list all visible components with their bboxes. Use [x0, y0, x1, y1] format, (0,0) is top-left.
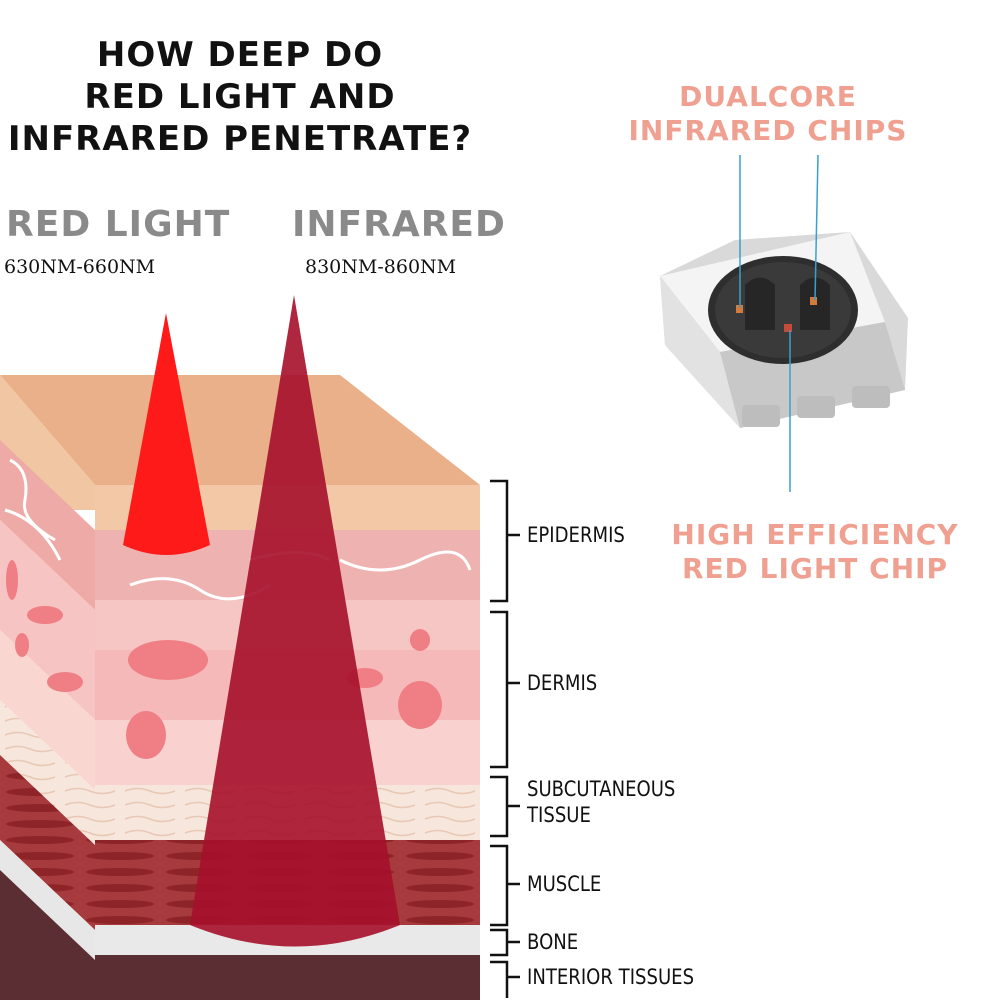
layer-label-muscle: MUSCLE — [527, 872, 602, 896]
chip-leader-lines — [739, 154, 819, 492]
red-light-label: RED LIGHT — [6, 204, 231, 245]
infrared-label: INFRARED — [292, 204, 506, 245]
infrared-range: 830NM-860NM — [305, 256, 457, 278]
red-light-beam — [123, 313, 210, 545]
red-light-range: 630NM-660NM — [4, 256, 156, 278]
dualcore-chip-label: DUALCORE INFRARED CHIPS — [628, 80, 908, 148]
subcutaneous-line-1: SUBCUTANEOUS — [527, 777, 676, 801]
title-line-1: HOW DEEP DO — [96, 35, 384, 75]
subcutaneous-line-2: TISSUE — [527, 803, 591, 827]
red-chip-line-1: HIGH EFFICIENCY — [671, 518, 959, 551]
layer-label-dermis: DERMIS — [527, 671, 598, 695]
led-chip — [660, 232, 908, 428]
title-line-3: INFRARED PENETRATE? — [7, 119, 473, 159]
layer-label-subcutaneous: SUBCUTANEOUS TISSUE — [527, 776, 675, 828]
block-front-face — [95, 485, 480, 1000]
page-title: HOW DEEP DO RED LIGHT AND INFRARED PENET… — [0, 34, 480, 160]
epidermis-top-surface — [0, 375, 480, 485]
block-side-face — [0, 375, 95, 1000]
title-line-2: RED LIGHT AND — [84, 77, 396, 117]
layer-label-interior: INTERIOR TISSUES — [527, 965, 695, 989]
infrared-beam — [190, 295, 400, 925]
layer-label-bone: BONE — [527, 930, 579, 954]
dualcore-line-1: DUALCORE — [679, 80, 857, 113]
dualcore-line-2: INFRARED CHIPS — [628, 114, 908, 147]
red-chip-label: HIGH EFFICIENCY RED LIGHT CHIP — [670, 518, 960, 586]
layer-label-epidermis: EPIDERMIS — [527, 523, 625, 547]
red-chip-line-2: RED LIGHT CHIP — [681, 552, 949, 585]
layer-brackets — [490, 479, 520, 998]
